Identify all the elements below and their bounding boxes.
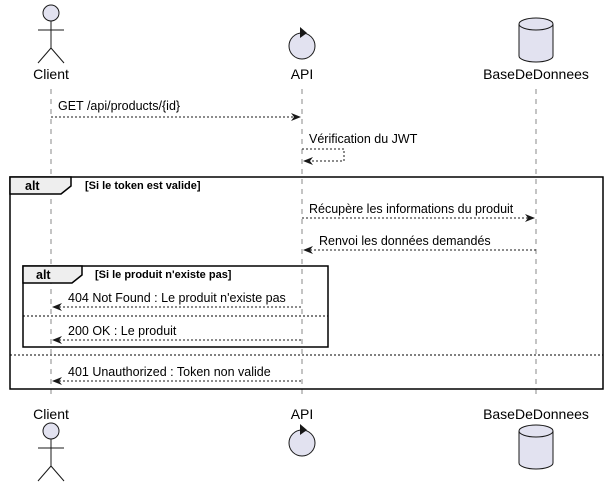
participant-db-bottom: BaseDeDonnees [483, 406, 589, 470]
message-label: Vérification du JWT [309, 132, 418, 146]
control-icon [288, 32, 316, 60]
participant-client-bottom: Client [33, 406, 69, 482]
frame-keyword: alt [36, 268, 51, 282]
message-verify-jwt: Vérification du JWT [302, 132, 418, 165]
participant-label-db: BaseDeDonnees [483, 66, 589, 82]
frame-condition: [Si le token est valide] [85, 180, 201, 192]
message-label: 200 OK : Le produit [68, 324, 177, 338]
message-ok: 200 OK : Le produit [52, 324, 302, 344]
participant-db-top: BaseDeDonnees [483, 17, 589, 82]
frame-condition: [Si le produit n'existe pas] [95, 269, 232, 281]
message-label: Récupère les informations du produit [309, 202, 514, 216]
message-label: Renvoi les données demandés [319, 234, 491, 248]
control-icon [288, 429, 316, 457]
participant-label-api: API [291, 406, 314, 422]
alt-frame-token: alt [Si le token est valide] [9, 176, 604, 390]
participant-label-client: Client [33, 406, 69, 422]
database-icon [518, 424, 554, 470]
message-label: 401 Unauthorized : Token non valide [68, 365, 271, 379]
participant-label-db: BaseDeDonnees [483, 406, 589, 422]
participant-label-client: Client [33, 66, 69, 82]
database-icon [518, 17, 554, 63]
participant-api-top: API [288, 27, 316, 82]
message-label: 404 Not Found : Le produit n'existe pas [68, 291, 286, 305]
message-get-product: GET /api/products/{id} [51, 99, 301, 121]
actor-head-icon [42, 422, 60, 440]
message-not-found: 404 Not Found : Le produit n'existe pas [52, 291, 302, 311]
frame-keyword: alt [25, 179, 40, 193]
alt-frame-product: alt [Si le produit n'existe pas] [22, 265, 329, 348]
message-label: GET /api/products/{id} [58, 99, 180, 113]
actor-head-icon [42, 4, 60, 22]
message-return-data: Renvoi les données demandés [303, 234, 536, 254]
participant-client-top: Client [33, 4, 69, 82]
participant-label-api: API [291, 66, 314, 82]
message-unauthorized: 401 Unauthorized : Token non valide [52, 365, 302, 385]
message-fetch-product: Récupère les informations du produit [302, 202, 535, 222]
participant-api-bottom: API [288, 406, 316, 457]
